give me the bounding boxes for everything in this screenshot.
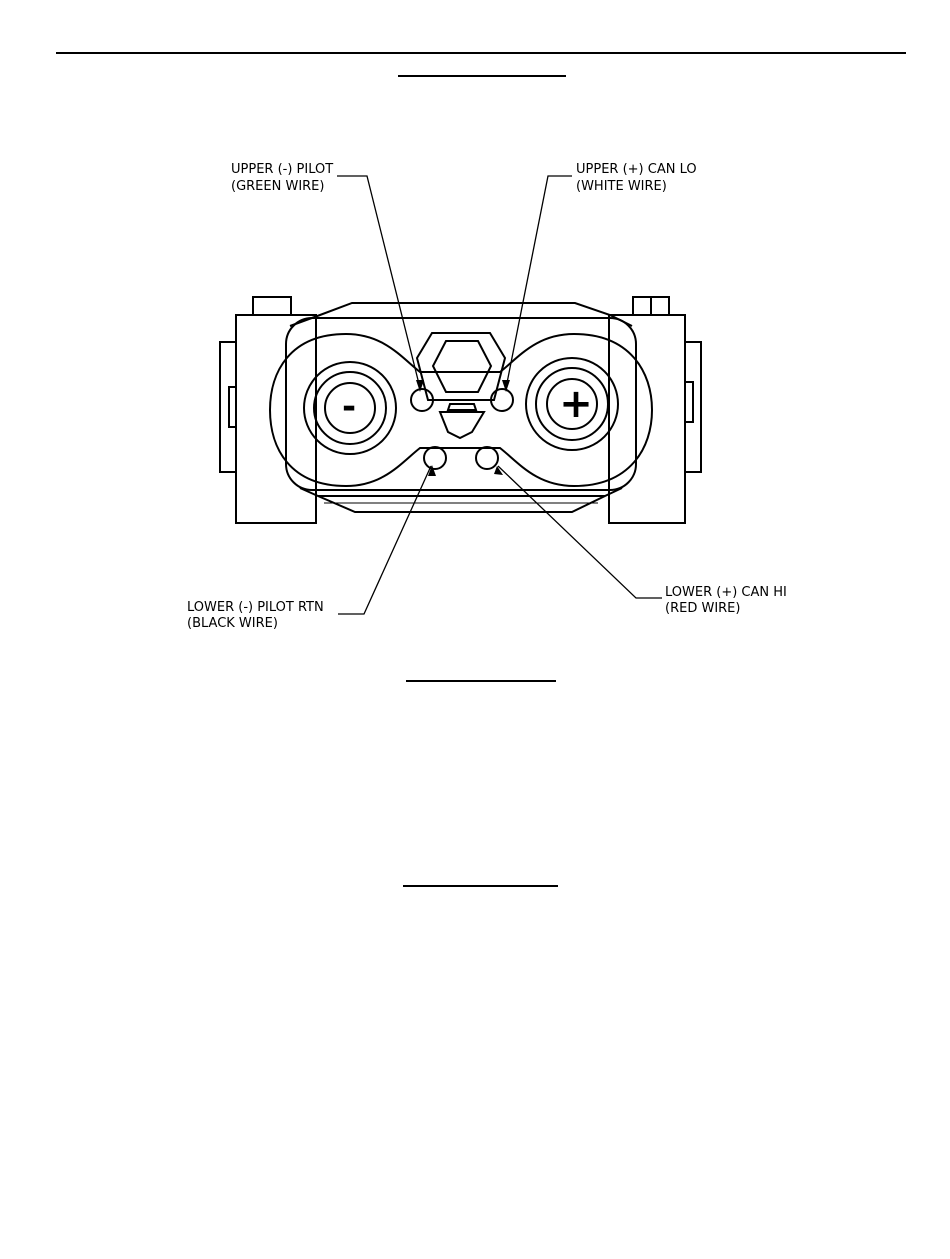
left-mount-block	[236, 315, 316, 523]
label-upper-left-2: (GREEN WIRE)	[231, 179, 324, 194]
left-top-tab	[253, 297, 291, 315]
leader-upper-left	[337, 176, 420, 388]
label-upper-right-1: UPPER (+) CAN LO	[576, 162, 697, 177]
center-key	[440, 412, 484, 438]
leader-lower-left	[338, 466, 431, 614]
label-upper-left-1: UPPER (-) PILOT	[231, 162, 333, 177]
lower-positive-can-hi-pin	[476, 447, 498, 469]
label-lower-left-1: LOWER (-) PILOT RTN	[187, 600, 324, 615]
negative-symbol: -	[342, 387, 356, 427]
lower-negative-pilot-rtn-pin	[424, 447, 446, 469]
positive-symbol: +	[559, 381, 593, 427]
leader-upper-right	[506, 176, 572, 388]
label-upper-right-2: (WHITE WIRE)	[576, 179, 667, 194]
label-lower-right-2: (RED WIRE)	[665, 601, 740, 616]
label-lower-left-2: (BLACK WIRE)	[187, 616, 278, 631]
label-lower-right-1: LOWER (+) CAN HI	[665, 585, 787, 600]
